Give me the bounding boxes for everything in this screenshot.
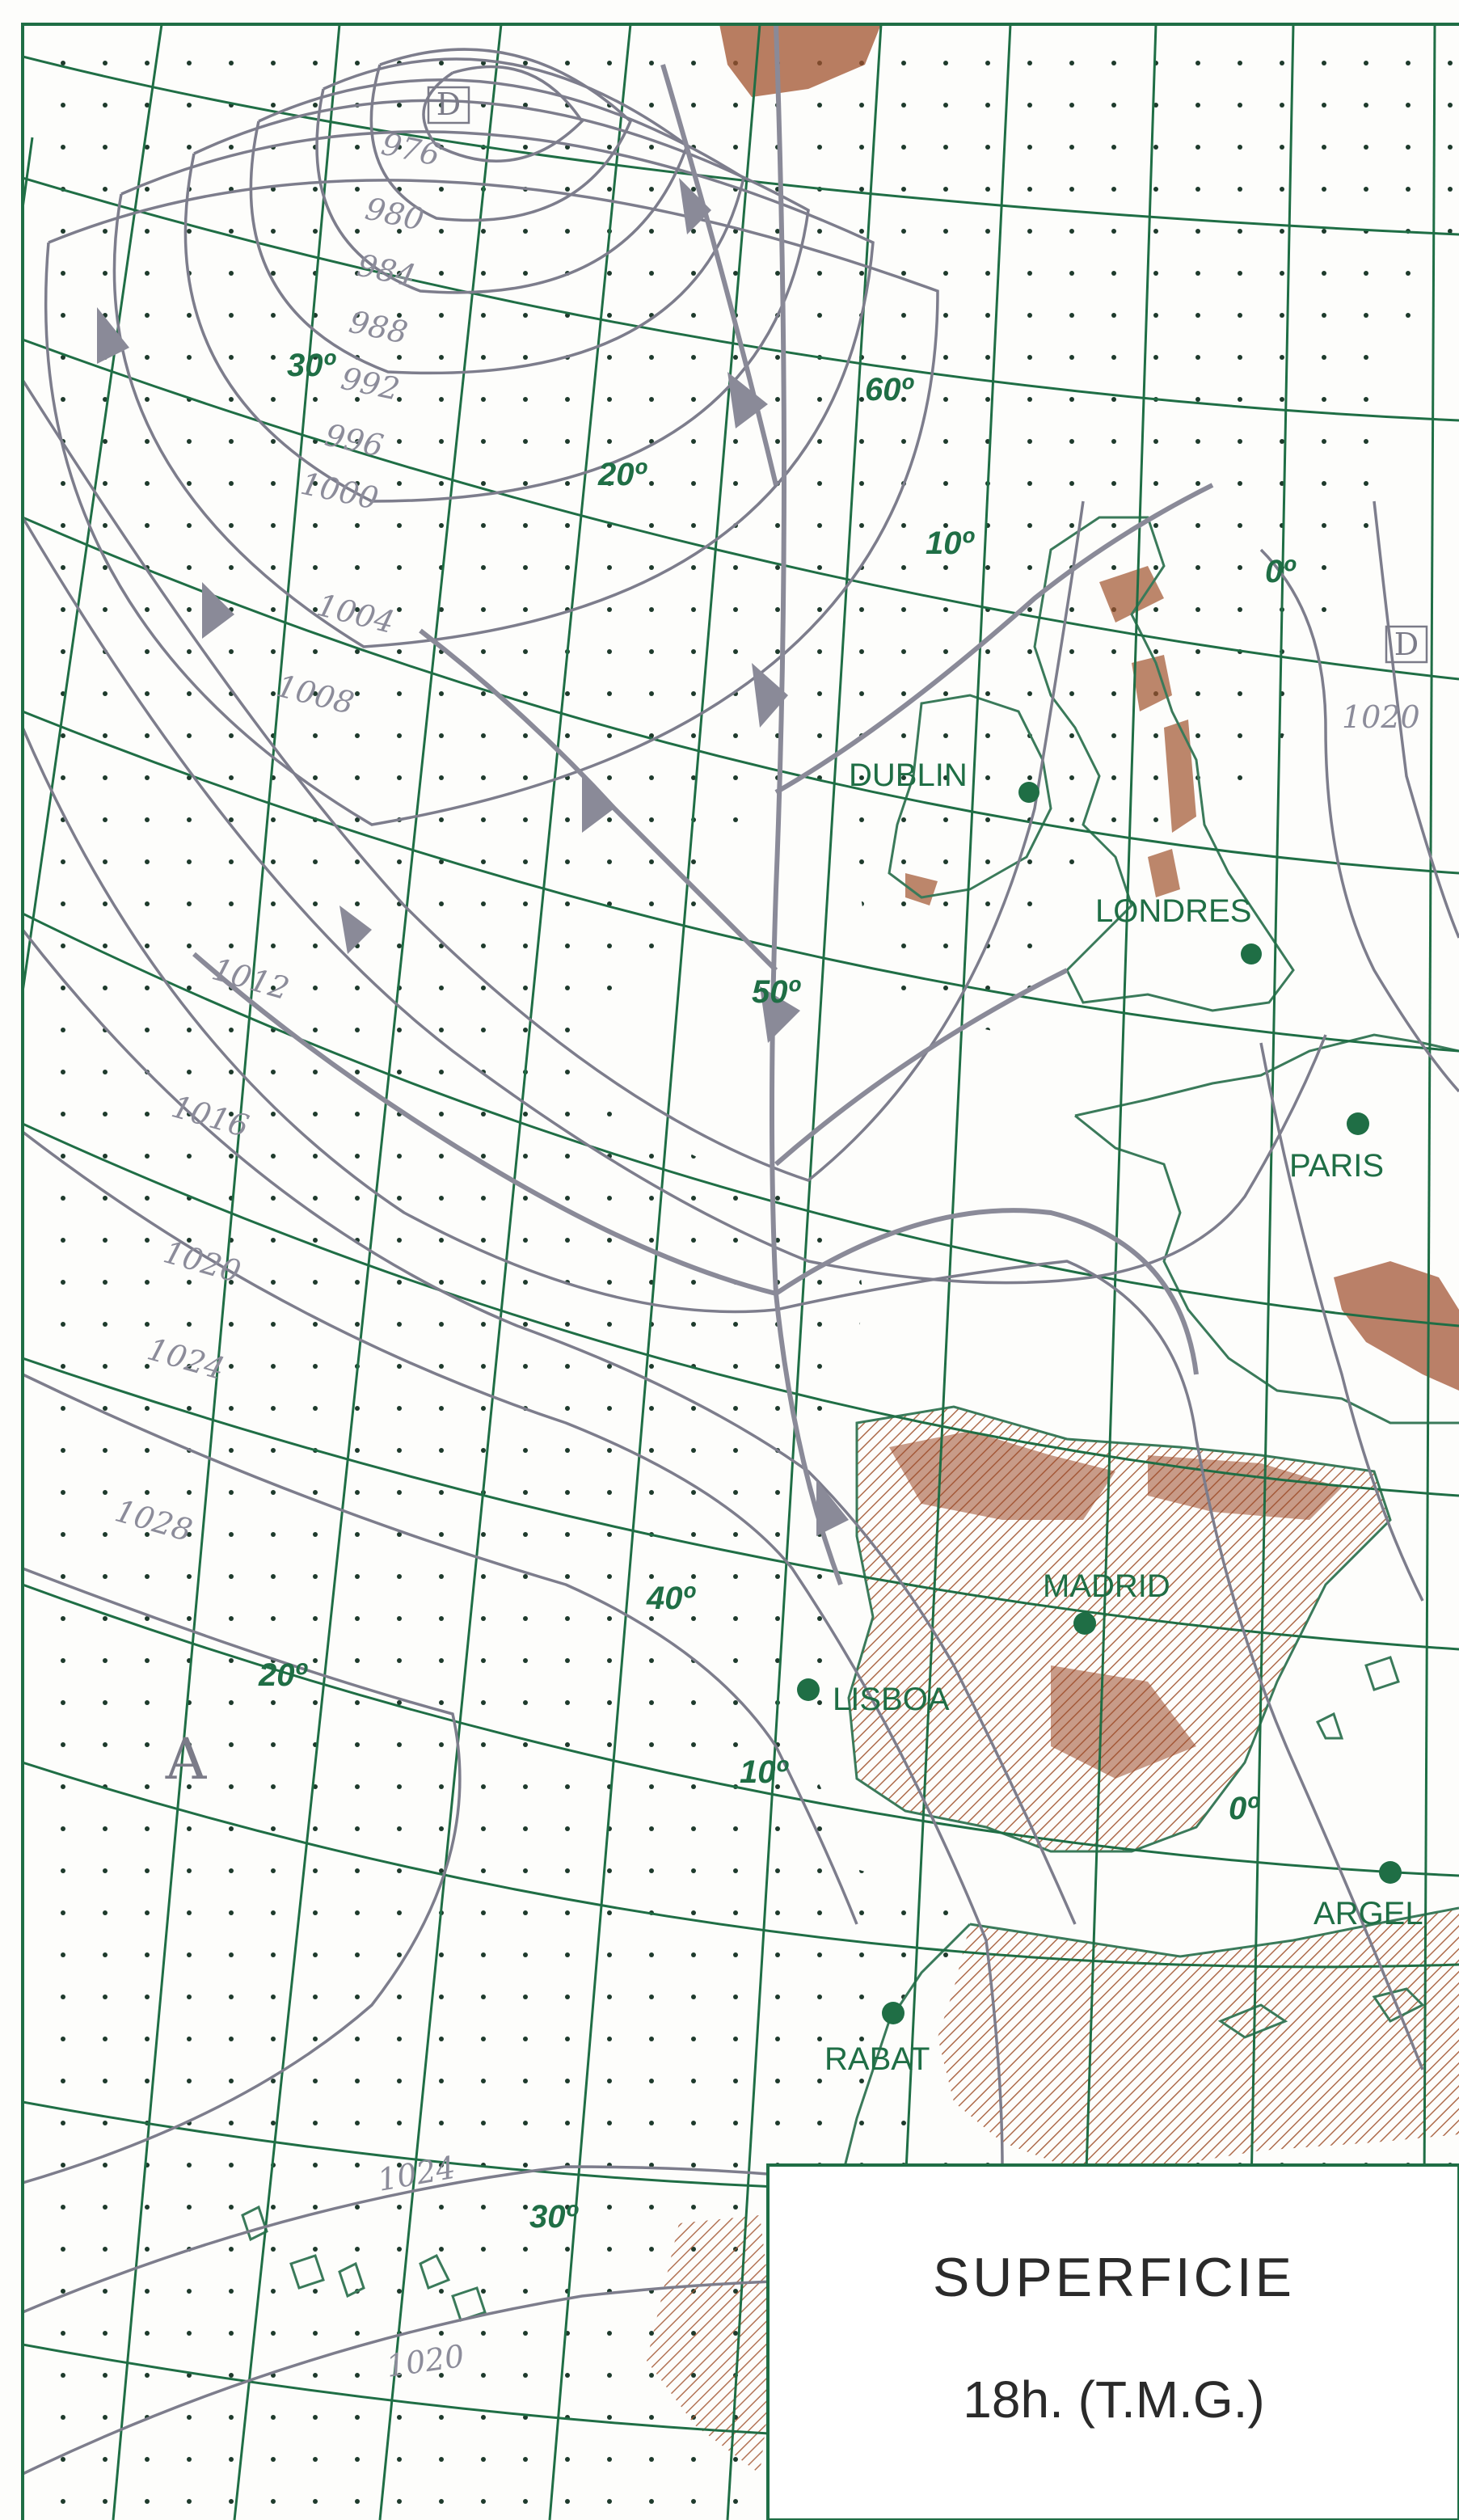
- title-box-frame: [766, 2163, 1459, 2520]
- city-label-rabat: RABAT: [824, 2041, 930, 2077]
- city-label-londres: LONDRES: [1095, 893, 1251, 929]
- city-dot-argel: [1379, 1861, 1402, 1884]
- city-label-madrid: MADRID: [1043, 1568, 1170, 1604]
- city-label-argel: ARGEL: [1314, 1896, 1423, 1931]
- longitude-label: 20º: [597, 457, 647, 492]
- city-dot-dublin: [1018, 782, 1039, 803]
- isobar-label: 1020: [1342, 699, 1420, 735]
- longitude-label: 10º: [926, 526, 975, 561]
- ocean-dots: [23, 24, 1459, 2520]
- fronts: [192, 24, 1214, 1586]
- map-subtitle: 18h. (T.M.G.): [963, 2370, 1264, 2429]
- cities: DUBLIN LONDRES PARIS MADRID LISBOA ARGEL…: [797, 758, 1423, 2077]
- latitude-label: 60º: [865, 372, 914, 407]
- city-dot-londres: [1241, 943, 1262, 965]
- map-frame: [21, 23, 1459, 2520]
- front-symbols: [97, 178, 849, 1536]
- longitude-label: 10º: [740, 1754, 789, 1790]
- longitude-label: 0º: [1229, 1791, 1260, 1826]
- longitude-label: 30º: [287, 348, 336, 383]
- northern-relief: [719, 24, 881, 97]
- low-pressure-marker: D: [1394, 627, 1419, 662]
- longitude-label: 0º: [1265, 554, 1297, 589]
- africa-relief: [938, 1908, 1459, 2167]
- pressure-centers: D D A: [165, 86, 1428, 1792]
- map-title: SUPERFICIE: [933, 2247, 1295, 2308]
- city-dot-rabat: [882, 2002, 904, 2024]
- latitude-label: 50º: [752, 974, 801, 1010]
- iberia-relief: [849, 1407, 1390, 1851]
- city-label-dublin: DUBLIN: [849, 758, 968, 793]
- iberia-relief-dark: [889, 1431, 1342, 1779]
- africa-relief-south: [647, 2215, 776, 2474]
- low-pressure-box: [1385, 625, 1428, 664]
- meridians: [23, 24, 1436, 2520]
- city-dot-lisboa: [797, 1678, 820, 1701]
- low-pressure-box: [427, 86, 470, 125]
- city-dot-paris: [1347, 1112, 1369, 1135]
- low-pressure-marker: D: [436, 87, 461, 122]
- longitude-label: 20º: [258, 1657, 308, 1693]
- high-pressure-marker: A: [165, 1726, 208, 1792]
- city-label-paris: PARIS: [1289, 1148, 1384, 1184]
- title-box: SUPERFICIE 18h. (T.M.G.): [766, 2163, 1459, 2520]
- latitude-label: 40º: [646, 1581, 696, 1616]
- city-dot-madrid: [1073, 1612, 1096, 1635]
- isobars: [23, 48, 1459, 2476]
- city-label-lisboa: LISBOA: [833, 1682, 950, 1717]
- latitude-label: 30º: [529, 2199, 579, 2235]
- graticule-labels: 60º 50º 40º 30º 30º 20º 10º 0º 20º 10º 0…: [258, 348, 1297, 2235]
- britain-relief: [905, 566, 1196, 905]
